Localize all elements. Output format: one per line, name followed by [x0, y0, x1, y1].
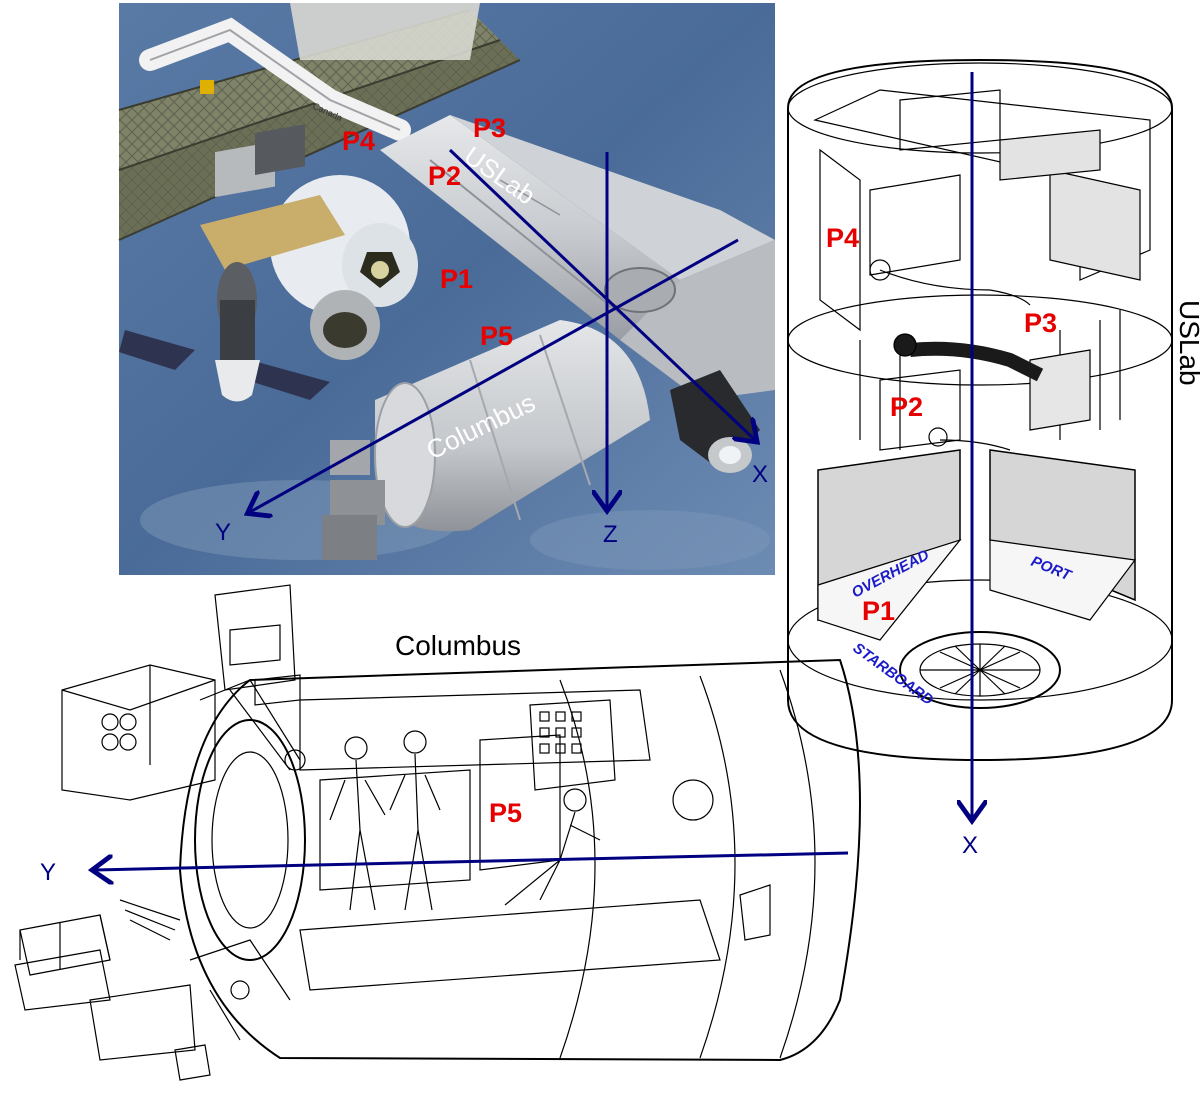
- columbus-outline: [178, 658, 861, 1062]
- point-p5-columbus: P5: [489, 798, 522, 828]
- external-payload-top: [61, 584, 306, 801]
- point-p3-uslab: P3: [1024, 308, 1057, 338]
- columbus-module: [322, 320, 650, 560]
- axis-label-y-top: Y: [215, 519, 231, 546]
- axis-label-y-columbus: Y: [40, 859, 56, 886]
- point-p2-top: P2: [428, 161, 461, 191]
- axis-label-x-uslab: X: [962, 832, 978, 859]
- uslab-title: USLab: [1174, 300, 1200, 386]
- point-p4-uslab: P4: [826, 223, 859, 253]
- x-axis-line: [448, 148, 755, 440]
- y-axis-line-columbus: [95, 851, 849, 870]
- astronaut-figures: [869, 259, 1044, 451]
- uslab-module: [380, 115, 775, 400]
- columbus-hatch-ring: [194, 719, 306, 961]
- point-p3-top: P3: [473, 113, 506, 143]
- soyuz-spacecraft: [119, 262, 330, 402]
- uslab-hatch: [899, 631, 1061, 709]
- docked-vehicle: [670, 370, 760, 473]
- point-p1-uslab: P1: [862, 596, 895, 626]
- y-axis-line: [250, 238, 739, 512]
- uslab-outline: [787, 58, 1173, 762]
- columbus-cutaway-panel: Y Columbus P5: [14, 584, 861, 1081]
- point-p2-uslab: P2: [890, 392, 923, 422]
- axis-label-x-top: X: [752, 461, 768, 488]
- node-module: [270, 175, 418, 360]
- iss-rendering-panel: Canada: [118, 3, 775, 575]
- point-p1-top: P1: [440, 264, 473, 294]
- point-p5-top: P5: [480, 321, 513, 351]
- columbus-title: Columbus: [395, 630, 521, 661]
- section-starboard: STARBOARD: [850, 639, 937, 709]
- columbus-astronauts: [329, 730, 601, 911]
- external-platform: [200, 124, 345, 270]
- uslab-cutaway-panel: X USLab OVERHEAD PORT STARBOARD P4 P3 P2…: [787, 58, 1200, 859]
- axis-label-z: Z: [603, 521, 618, 548]
- point-p4-top: P4: [342, 126, 375, 156]
- external-payload-bottom: [14, 899, 291, 1081]
